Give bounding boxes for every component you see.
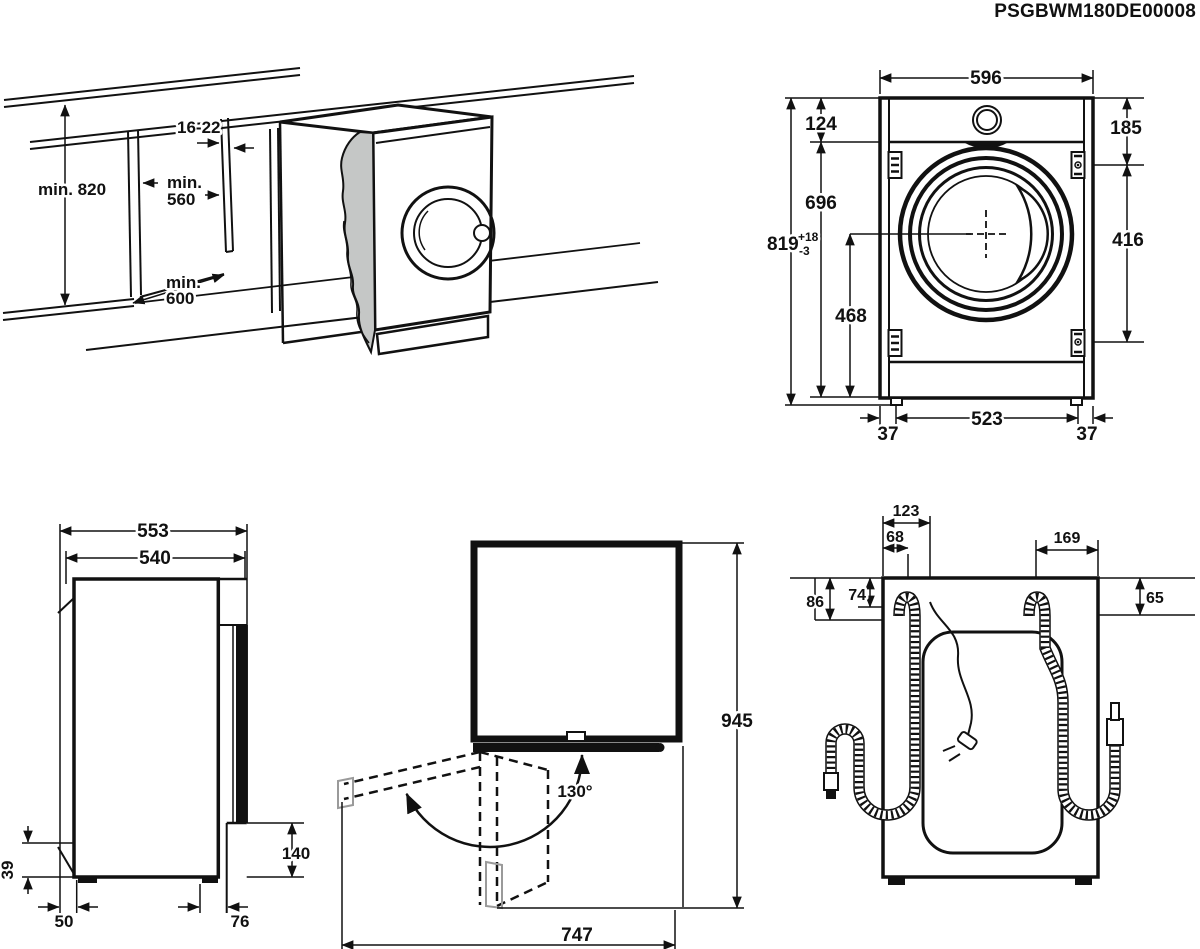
washing-machine-perspective: [278, 103, 496, 356]
cabinet-left-wall: [127, 129, 225, 298]
foot: [202, 877, 218, 883]
dim-feet-span: 523: [971, 409, 1003, 430]
dim-min-depth: 560: [167, 190, 195, 209]
drum-door: [850, 145, 1075, 323]
bracket: [1070, 329, 1086, 357]
door-handle: [473, 224, 491, 242]
dim-rear-gap: 39: [0, 861, 17, 880]
drain-hose: [823, 591, 921, 821]
side-dimensions: 553 540 140 39 50 76: [0, 519, 313, 934]
niche-dimensions: min. 820 16-22 min. 560 min. 600: [36, 104, 254, 311]
furniture-door-panel: [236, 625, 247, 823]
dim-min-height: min. 820: [38, 180, 106, 199]
drain-hose-end: [823, 772, 839, 791]
niche-installation-diagram: min. 820 16-22 min. 560 min. 600: [2, 67, 659, 356]
dim-left-drop-inner: 74: [848, 587, 866, 604]
foot: [890, 397, 903, 406]
dim-hinge-span: 416: [1112, 230, 1144, 251]
dim-plinth-recess: 140: [282, 844, 310, 863]
dim-height-tol-minus: -3: [799, 244, 810, 258]
dim-panel-thickness: 16-22: [177, 118, 220, 137]
front-dimensions: 596 124 696 819 +18 -3 468 185 416 523 3…: [765, 66, 1147, 448]
machine-base-strip: [473, 743, 659, 752]
door-dimensions: 945 747: [341, 542, 756, 949]
dim-height: 945: [721, 711, 753, 732]
foot: [1075, 877, 1092, 885]
door-handle: [566, 731, 586, 742]
machine-side-outline: [57, 577, 248, 883]
dim-min-width-prefix: min.: [166, 273, 201, 292]
power-cord: [929, 601, 978, 762]
bracket: [887, 151, 903, 179]
door-opening-diagram: 130° 945 747: [337, 540, 756, 949]
dim-rear-foot-offset: 50: [55, 912, 74, 931]
hinge-brackets: [887, 151, 1086, 357]
dim-depth-door-open: 747: [561, 925, 593, 946]
dim-depth-with-door: 553: [137, 521, 169, 542]
dim-foot-offset-right: 37: [1076, 424, 1097, 445]
dim-foot-offset-left: 37: [877, 424, 898, 445]
dim-drain-to-edge: 123: [893, 503, 920, 520]
door-open-positions: [337, 750, 550, 910]
rear-dimensions: 123 68 169 86 74 65: [804, 501, 1166, 621]
part-number: PSGBWM180DE00008: [994, 1, 1196, 22]
dim-left-drop-outer: 86: [806, 594, 824, 611]
dim-control-panel: 124: [805, 114, 837, 135]
door-ring-outer: [400, 185, 496, 281]
dim-inlet-offset: 169: [1054, 530, 1081, 547]
bracket: [1070, 151, 1086, 179]
plinth: [375, 314, 490, 356]
dim-drain-hose: 68: [886, 529, 904, 546]
dim-height-tol-plus: +18: [798, 230, 819, 244]
cabinet-side-panel: [220, 117, 281, 314]
floor-lines: [2, 242, 659, 351]
dim-min-depth-prefix: min.: [167, 173, 202, 192]
worktop-lines: [3, 67, 635, 150]
dim-right-drop: 65: [1146, 590, 1164, 607]
plug: [956, 731, 978, 751]
dim-opening-angle: 130°: [557, 782, 592, 801]
inlet-hose-connector: [1106, 718, 1124, 746]
furniture-door-closed: [470, 540, 683, 752]
dim-min-width: 600: [166, 289, 194, 308]
inlet-hose: [1023, 591, 1124, 821]
bracket: [887, 329, 903, 357]
program-knob: [972, 105, 1002, 135]
foot: [888, 877, 905, 885]
foot: [1070, 397, 1083, 406]
dim-top-to-hinge: 185: [1110, 118, 1142, 139]
door-handle-recess: [1014, 184, 1049, 284]
dim-depth: 540: [139, 548, 171, 569]
side-view-diagram: 553 540 140 39 50 76: [0, 519, 313, 934]
dim-width: 596: [970, 68, 1002, 89]
rear-view-diagram: 123 68 169 86 74 65: [790, 501, 1195, 885]
swing-arc: 130°: [405, 754, 595, 849]
dim-panel-to-bottom: 696: [805, 193, 837, 214]
dim-center-to-bottom: 468: [835, 306, 867, 327]
dim-height: 819: [767, 234, 799, 255]
front-view-diagram: 596 124 696 819 +18 -3 468 185 416 523 3…: [765, 66, 1147, 448]
dim-front-foot-offset: 76: [231, 912, 250, 931]
foot: [78, 877, 97, 883]
